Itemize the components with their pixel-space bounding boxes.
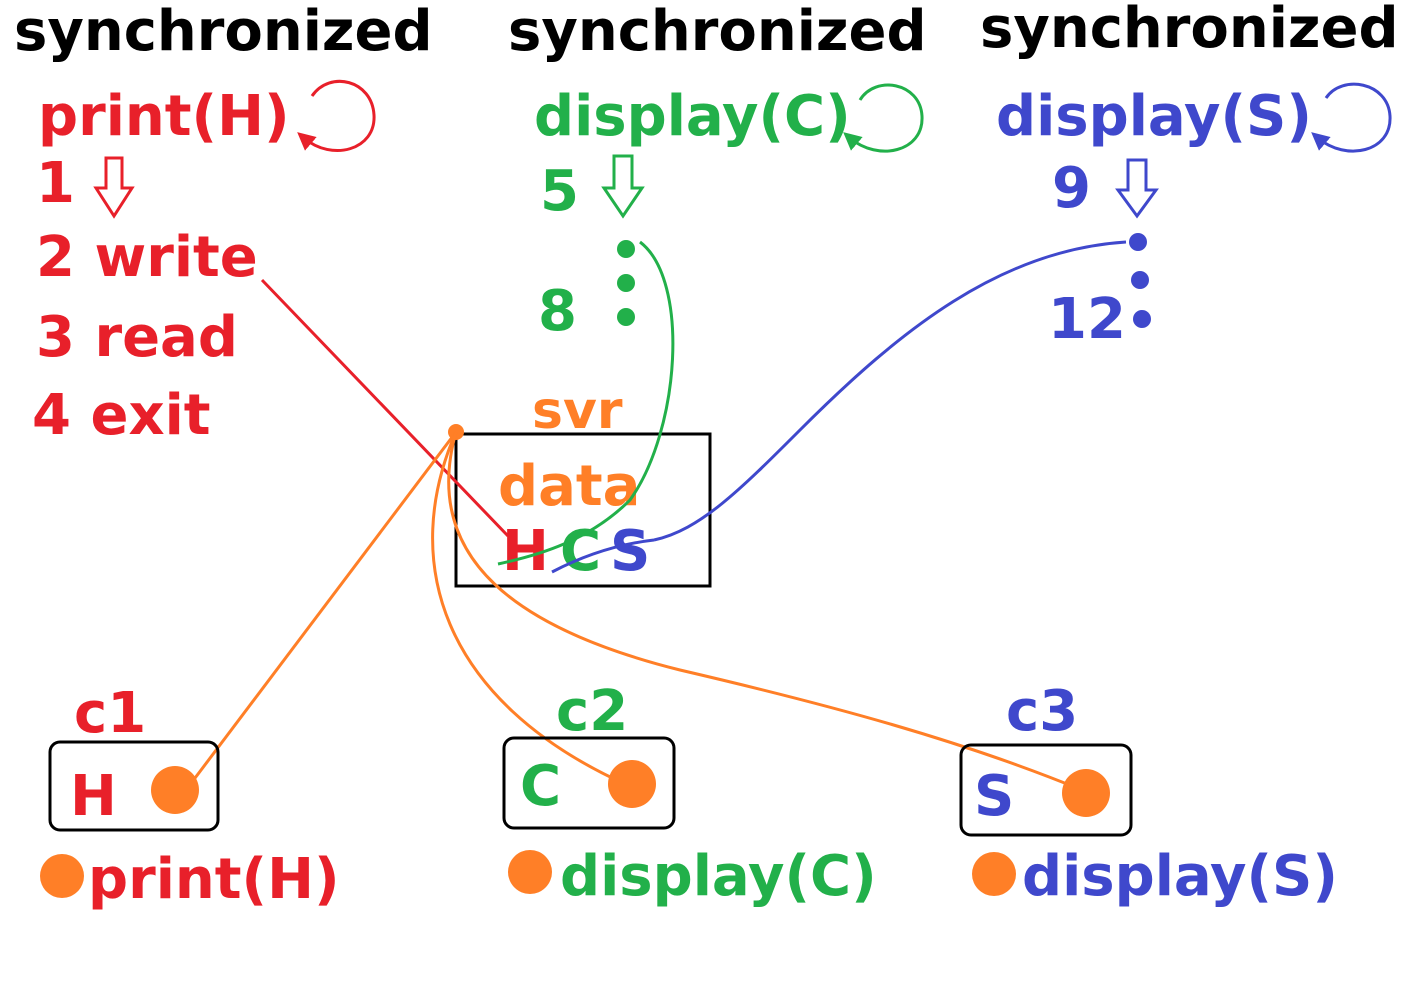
lock-loop-icon-print: [297, 79, 376, 153]
method-display-c: display(C): [534, 84, 851, 149]
lock-loop-icon-display-c: [843, 83, 924, 153]
step-display-s-first: 9: [1052, 156, 1091, 221]
client-ref-dot-c3: [1062, 769, 1110, 817]
ref-line-c1: [184, 431, 458, 791]
client-char-c1: H: [70, 764, 117, 829]
sync-keyword-display-s: synchronized: [980, 0, 1399, 61]
client-name-c2: c2: [556, 679, 628, 744]
step-print-4: 4 exit: [32, 383, 211, 448]
step-display-c-first: 5: [540, 159, 579, 224]
client-name-c3: c3: [1006, 679, 1078, 744]
step-print-1: 1: [36, 151, 75, 216]
down-arrow-icon-display-s: [1115, 158, 1159, 219]
ellipsis-dot-display-s-1: [1129, 233, 1147, 251]
client-call-c2: display(C): [560, 844, 877, 909]
step-display-c-last: 8: [538, 279, 577, 344]
client-name-c1: c1: [74, 681, 146, 746]
step-print-3: 3 read: [36, 305, 238, 370]
sync-keyword-display-c: synchronized: [508, 0, 927, 64]
call-bullet-c2: [508, 850, 552, 894]
ellipsis-dot-display-s-2: [1131, 271, 1149, 289]
client-call-c1: print(H): [88, 847, 340, 912]
ref-line-c2: [431, 431, 626, 786]
lock-loop-icon-display-s: [1311, 82, 1392, 153]
server-field: data: [498, 454, 640, 519]
client-box-c2: [502, 736, 676, 830]
client-char-c2: C: [520, 754, 561, 819]
step-display-s-last: 12: [1048, 287, 1126, 352]
connector-display-c-to-data: [497, 240, 675, 566]
client-char-c3: S: [974, 764, 1014, 829]
connector-display-s-to-data: [551, 240, 1127, 574]
client-ref-dot-c1: [151, 766, 199, 814]
ellipsis-dot-display-s-3: [1133, 310, 1151, 328]
down-arrow-icon-print: [93, 156, 135, 219]
ellipsis-dot-display-c-2: [617, 274, 635, 292]
server-char-s: S: [610, 519, 650, 584]
ref-line-c3: [447, 431, 1083, 792]
client-box-c3: [959, 743, 1133, 837]
ellipsis-dot-display-c-3: [617, 308, 635, 326]
server-box: [454, 432, 712, 588]
server-name: svr: [532, 381, 623, 441]
method-display-s: display(S): [996, 84, 1312, 149]
call-bullet-c3: [972, 852, 1016, 896]
client-box-c1: [48, 740, 220, 832]
client-call-c3: display(S): [1022, 844, 1338, 909]
ellipsis-dot-display-c-1: [617, 240, 635, 258]
connector-write-to-data: [260, 278, 510, 538]
method-print: print(H): [38, 84, 290, 149]
sync-keyword-print: synchronized: [14, 0, 433, 64]
client-ref-dot-c2: [608, 760, 656, 808]
call-bullet-c1: [40, 854, 84, 898]
down-arrow-icon-display-c: [601, 154, 645, 219]
step-print-2: 2 write: [36, 225, 258, 290]
